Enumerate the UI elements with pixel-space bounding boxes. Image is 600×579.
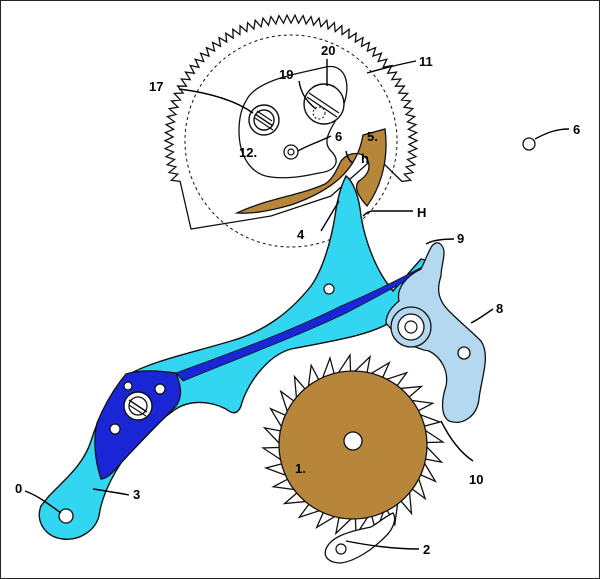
ratchet-wheel-1: [261, 353, 445, 537]
label-h: h: [361, 151, 369, 166]
label-11: 11: [419, 54, 433, 69]
label-6-inner: 6: [335, 129, 342, 144]
label-H: H: [417, 205, 426, 220]
blue-plate: [94, 370, 182, 480]
pin-6-detached: [522, 137, 536, 151]
screw-17: [248, 104, 280, 136]
lever-hole: [323, 283, 335, 295]
lever-hole: [154, 383, 166, 395]
pivot-6-inner: [283, 144, 299, 160]
cam-5-fill: [234, 128, 387, 214]
label-2: 2: [423, 542, 430, 557]
part-8: [385, 242, 486, 423]
label-0: 0: [15, 481, 22, 496]
leader-lines: [24, 59, 570, 550]
dashed-pitch-circle: [184, 34, 398, 248]
part-8-pivot: [390, 306, 432, 348]
pivot-0: [58, 508, 74, 524]
label-6-detached: 6: [573, 122, 580, 137]
lever-screw: [123, 391, 153, 421]
lever-hole: [123, 381, 133, 391]
label-12: 12.: [239, 145, 257, 160]
part-8-hole: [457, 346, 471, 360]
label-8: 8: [496, 301, 503, 316]
label-4: 4: [297, 227, 305, 242]
label-3: 3: [133, 487, 140, 502]
lever-hole: [109, 423, 121, 435]
label-9: 9: [457, 231, 464, 246]
label-5: 5.: [367, 129, 378, 144]
label-17: 17: [149, 79, 163, 94]
part-2-hole: [335, 543, 347, 555]
label-10: 10: [469, 472, 483, 487]
label-19: 19: [279, 67, 293, 82]
stud-20: [303, 83, 345, 125]
label-20: 20: [321, 43, 335, 58]
label-1: 1.: [295, 461, 306, 476]
